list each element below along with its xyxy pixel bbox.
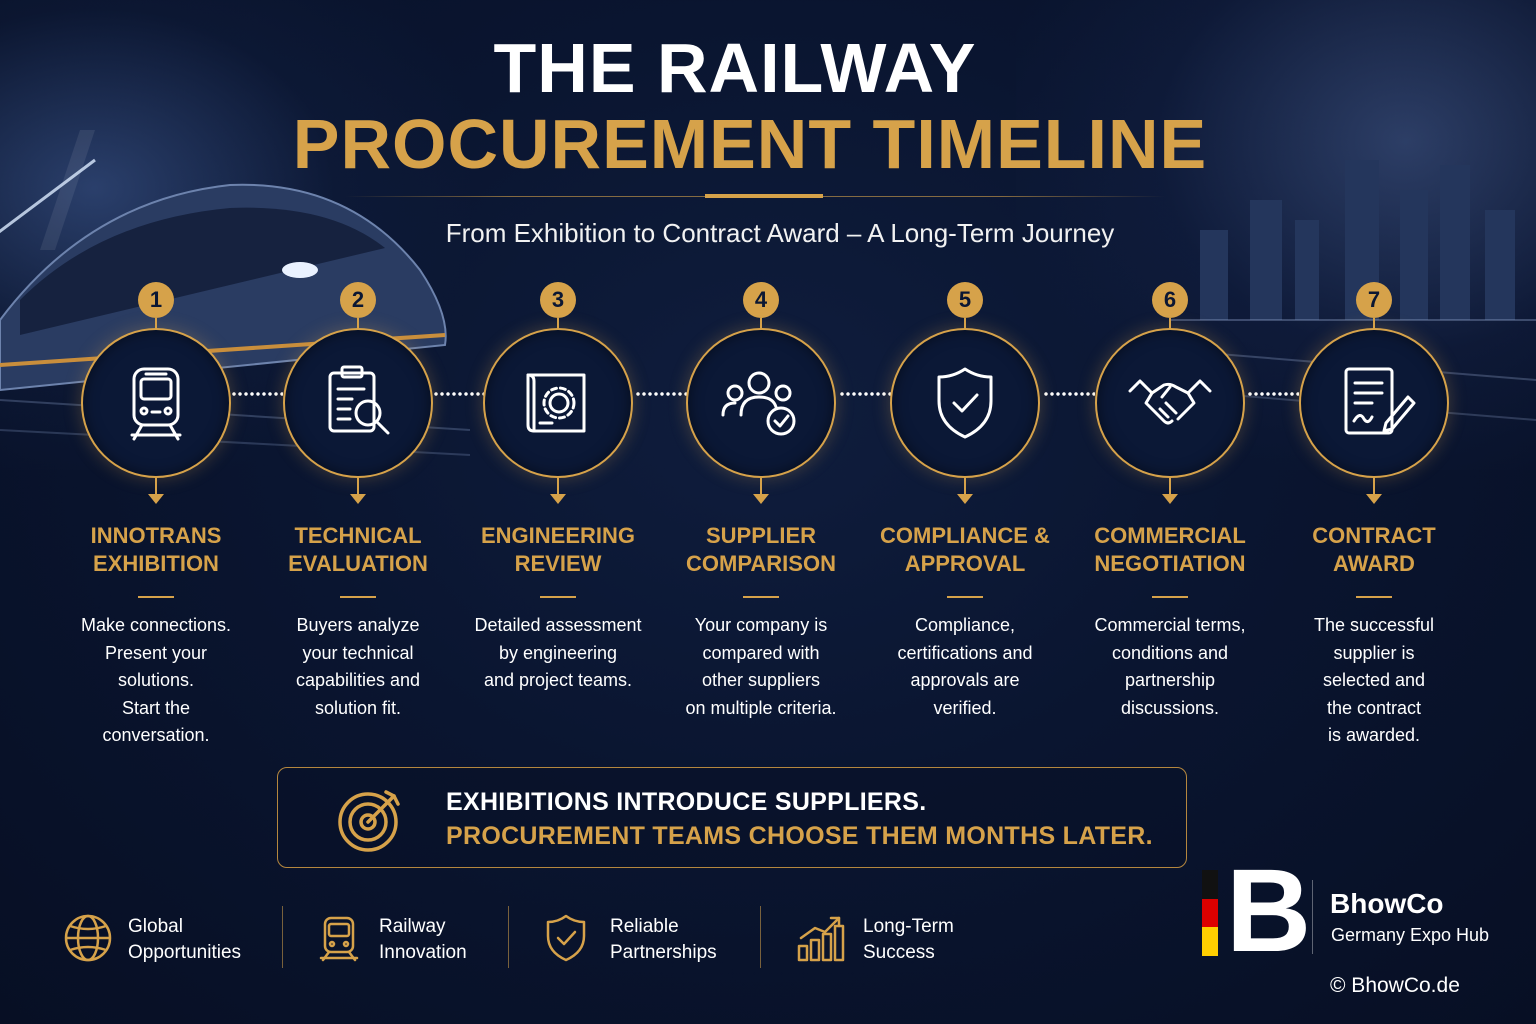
timeline-step-technical-evaluation: 2 TECHNICAL EVALUATION Buyers analyze yo…: [258, 282, 458, 762]
step-description: Your company is compared with other supp…: [685, 615, 837, 718]
contract-pen-icon: [1344, 367, 1416, 435]
step-description: The successful supplier is selected and …: [1313, 615, 1435, 745]
timeline-connector: [635, 391, 687, 403]
train-icon: [319, 916, 359, 962]
arrow-down-icon: [1162, 494, 1178, 504]
timeline-step-supplier-comparison: 4 SUPPLIER COMPARISON Your company is co…: [661, 282, 861, 762]
step-number-badge: 6: [1152, 282, 1188, 318]
step-icon-circle: [483, 328, 633, 478]
step-number-badge: 1: [138, 282, 174, 318]
arrow-down-icon: [550, 494, 566, 504]
brand-tagline: Germany Expo Hub: [1331, 925, 1490, 945]
arrow-down-icon: [350, 494, 366, 504]
step-number-badge: 7: [1356, 282, 1392, 318]
step-number-badge: 5: [947, 282, 983, 318]
brand-logo: B: [1226, 845, 1312, 977]
step-description: Compliance, certifications and approvals…: [897, 615, 1033, 718]
timeline-step-engineering-review: 3 ENGINEERING REVIEW Detailed assessment…: [458, 282, 658, 762]
step-icon-circle: [890, 328, 1040, 478]
step-title: TECHNICAL EVALUATION: [288, 523, 428, 576]
page-title-line1: THE RAILWAY: [493, 29, 977, 107]
timeline-step-compliance-approval: 5 COMPLIANCE & APPROVAL Compliance, cert…: [865, 282, 1065, 762]
timeline-step-commercial-negotiation: 6 COMMERCIAL NEGOTIATION Commercial term…: [1070, 282, 1270, 762]
train-icon: [130, 367, 182, 441]
timeline-step-innotrans-exhibition: 1 INNOTRANS EXHIBITION Make connections.…: [56, 282, 256, 762]
step-description: Commercial terms, conditions and partner…: [1094, 615, 1246, 718]
handshake-icon: [1128, 379, 1212, 425]
step-title: ENGINEERING REVIEW: [480, 523, 636, 576]
step-description: Make connections. Present your solutions…: [80, 615, 232, 745]
germany-flag: [1202, 870, 1218, 956]
title-divider-accent: [705, 194, 823, 198]
timeline-connector: [231, 391, 283, 403]
clipboard-search-icon: [328, 365, 390, 435]
timeline-step-contract-award: 7 CONTRACT AWARD The successful supplier…: [1274, 282, 1474, 762]
step-description: Detailed assessment by engineering and p…: [474, 615, 642, 690]
step-description: Buyers analyze your technical capabiliti…: [295, 615, 421, 718]
page-subtitle: From Exhibition to Contract Award – A Lo…: [445, 218, 1115, 248]
arrow-down-icon: [148, 494, 164, 504]
timeline-connector: [1247, 391, 1299, 403]
step-title: CONTRACT AWARD: [1312, 523, 1436, 576]
timeline-connector: [433, 391, 485, 403]
arrow-down-icon: [753, 494, 769, 504]
globe-icon: [64, 914, 112, 962]
step-title: COMPLIANCE & APPROVAL: [880, 523, 1050, 576]
shield-check-icon: [937, 367, 993, 439]
brand-name: BhowCo: [1330, 888, 1444, 919]
timeline-connector: [1043, 391, 1095, 403]
growth-chart-icon: [797, 916, 845, 962]
blueprint-gear-icon: [526, 373, 586, 433]
arrow-down-icon: [957, 494, 973, 504]
callout-subheadline: PROCUREMENT TEAMS CHOOSE THEM MONTHS LAT…: [446, 822, 1153, 850]
step-number-badge: 4: [743, 282, 779, 318]
step-title: COMMERCIAL NEGOTIATION: [1094, 523, 1246, 576]
step-icon-circle: [686, 328, 836, 478]
target-icon: [338, 790, 400, 852]
step-icon-circle: [1095, 328, 1245, 478]
step-number-badge: 3: [540, 282, 576, 318]
copyright-notice: © BhowCo.de: [1330, 974, 1460, 997]
page-title-line2: PROCUREMENT TIMELINE: [292, 105, 1208, 183]
step-icon-circle: [283, 328, 433, 478]
step-icon-circle: [1299, 328, 1449, 478]
timeline-connector: [839, 391, 891, 403]
step-title: SUPPLIER COMPARISON: [686, 523, 836, 576]
people-check-icon: [721, 371, 796, 436]
callout-headline: EXHIBITIONS INTRODUCE SUPPLIERS.: [446, 788, 927, 816]
key-message-callout: EXHIBITIONS INTRODUCE SUPPLIERS. PROCURE…: [277, 767, 1187, 868]
step-icon-circle: [81, 328, 231, 478]
shield-check-icon: [546, 914, 586, 962]
step-title: INNOTRANS EXHIBITION: [90, 523, 222, 576]
step-number-badge: 2: [340, 282, 376, 318]
arrow-down-icon: [1366, 494, 1382, 504]
